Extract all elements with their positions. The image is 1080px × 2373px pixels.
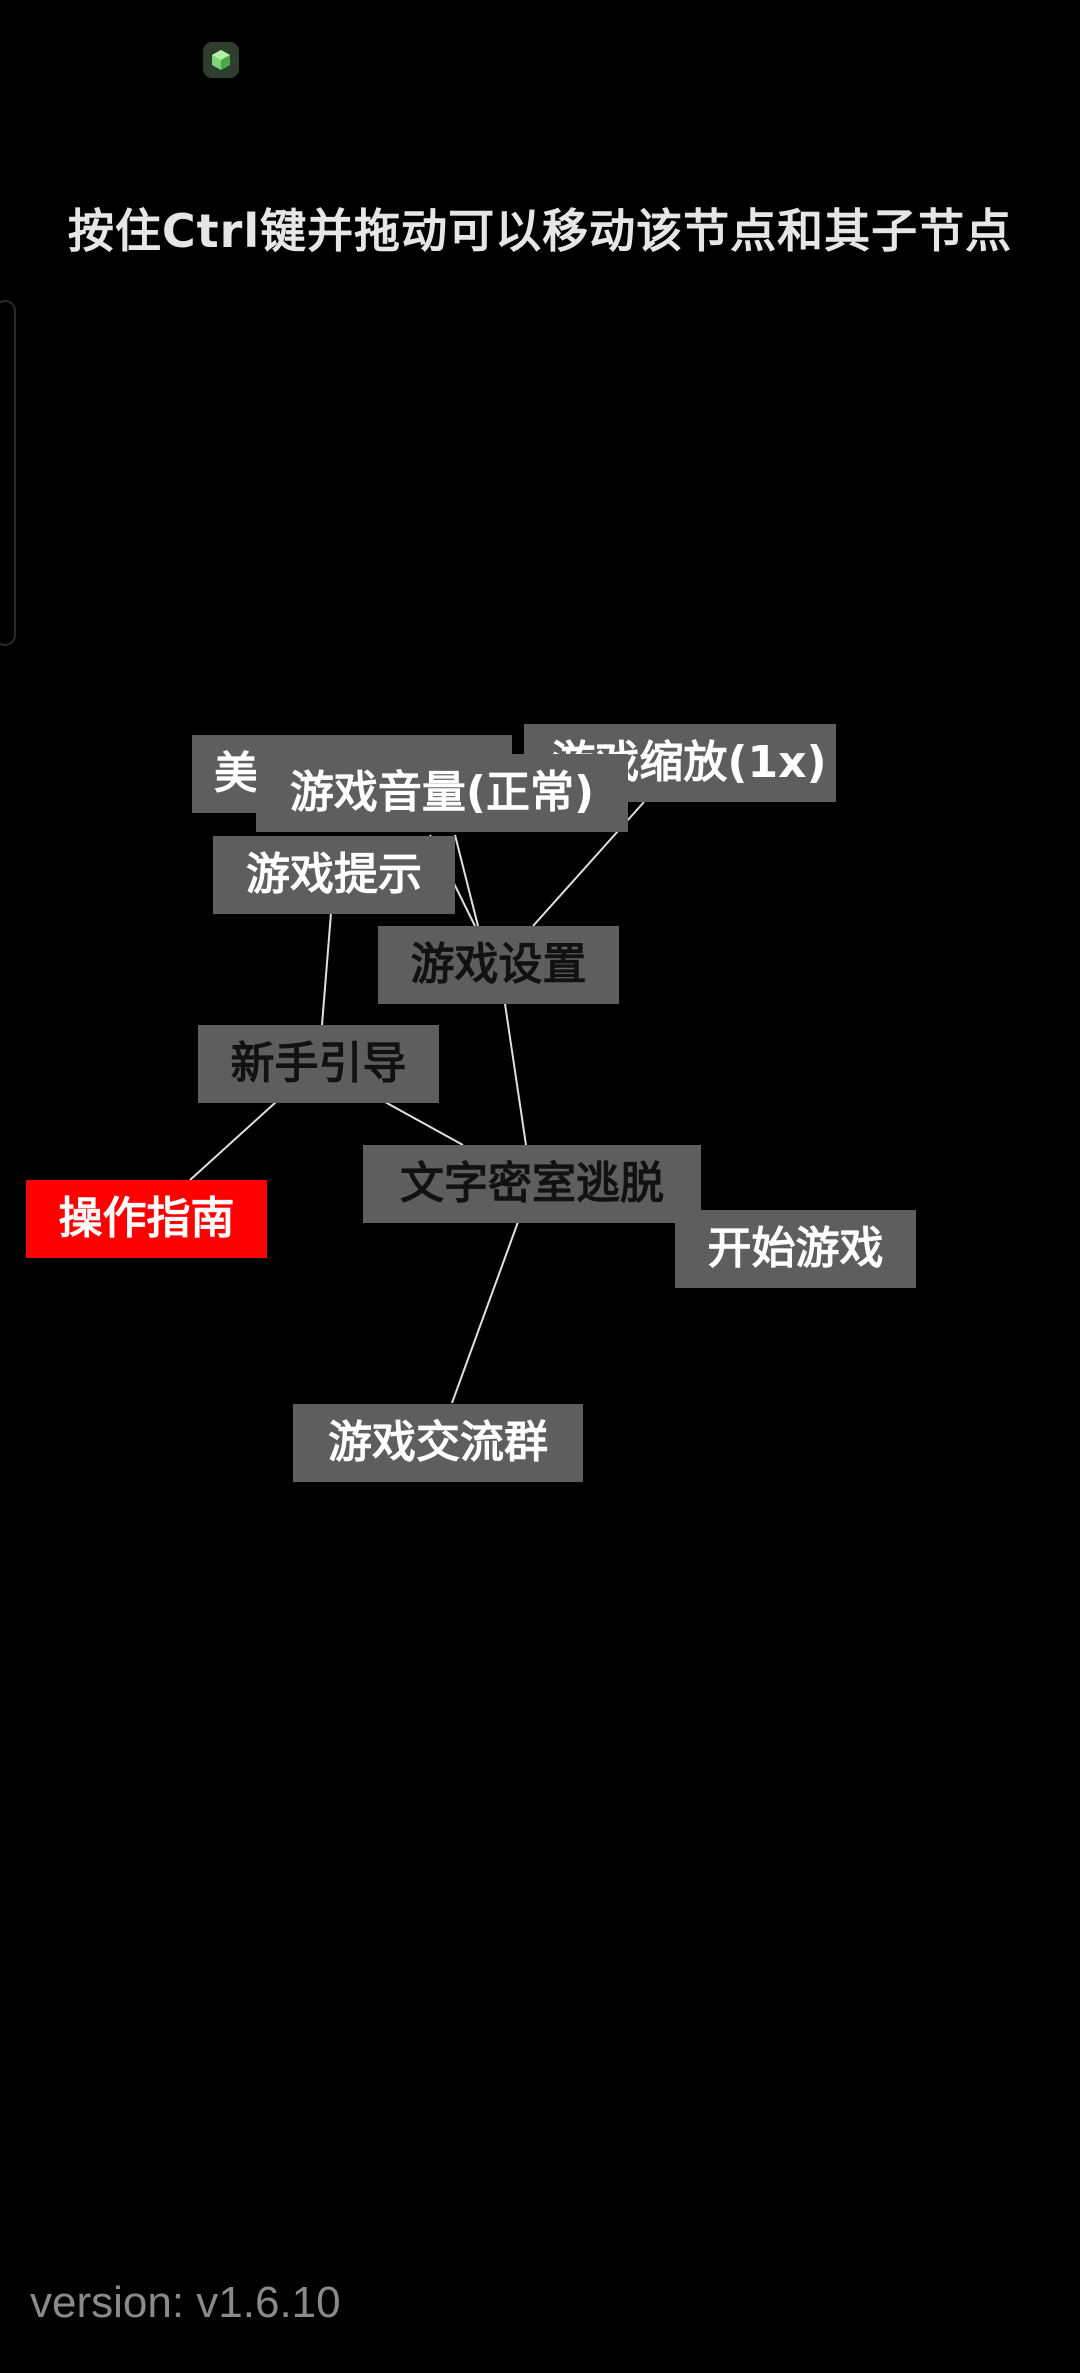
node-start-game[interactable]: 开始游戏 xyxy=(675,1210,916,1288)
link-tutorial-guide xyxy=(189,1101,277,1181)
node-root-escape[interactable]: 文字密室逃脱 xyxy=(363,1145,701,1223)
link-root-settings xyxy=(504,1003,527,1146)
node-operation-guide[interactable]: 操作指南 xyxy=(26,1180,267,1258)
link-tutorial-tips xyxy=(321,912,332,1026)
node-tutorial[interactable]: 新手引导 xyxy=(198,1025,439,1103)
node-game-tips[interactable]: 游戏提示 xyxy=(213,836,455,914)
node-game-settings[interactable]: 游戏设置 xyxy=(378,926,619,1004)
app-cube-icon[interactable] xyxy=(203,42,239,78)
node-game-volume[interactable]: 游戏音量(正常) xyxy=(256,754,628,832)
drag-hint-text: 按住Ctrl键并拖动可以移动该节点和其子节点 xyxy=(67,204,1013,258)
version-label: version: v1.6.10 xyxy=(30,2278,341,2327)
edge-handle[interactable] xyxy=(0,300,16,646)
link-settings-volume xyxy=(454,834,479,927)
link-root-tutorial xyxy=(384,1101,464,1146)
link-root-community xyxy=(451,1221,519,1404)
node-community-group[interactable]: 游戏交流群 xyxy=(293,1404,583,1482)
